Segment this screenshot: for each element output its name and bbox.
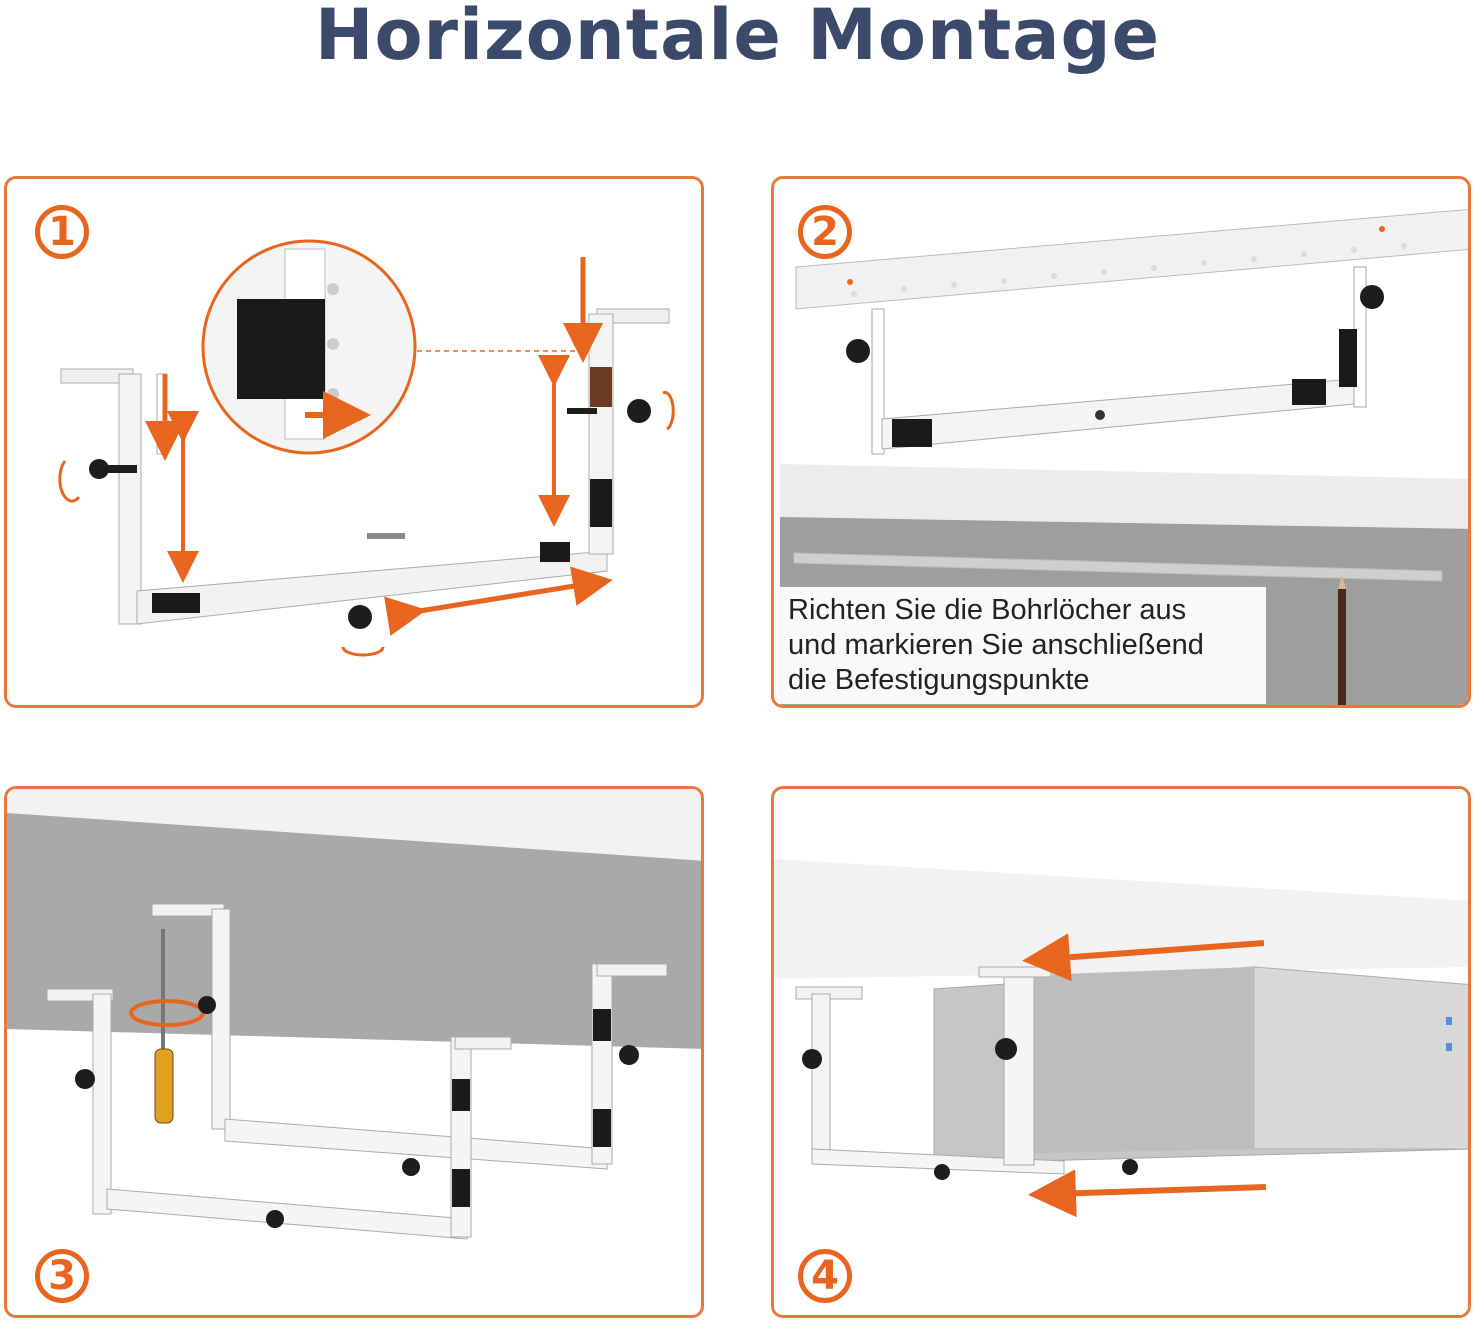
caption-line-2: und markieren Sie anschließend <box>788 629 1204 661</box>
step-1-panel: 1 <box>4 176 704 708</box>
step-3-badge: 3 <box>35 1249 89 1303</box>
step-2-panel: 2 Richten Sie die Bohrlöcher aus und mar… <box>771 176 1471 708</box>
caption-line-3: die Befestigungspunkte <box>788 664 1090 696</box>
step-4-badge: 4 <box>798 1249 852 1303</box>
step-3-panel: 3 <box>4 786 704 1318</box>
step-4-illustration <box>774 859 1468 1315</box>
caption-line-1: Richten Sie die Bohrlöcher aus <box>788 594 1187 626</box>
step-2-caption: Richten Sie die Bohrlöcher aus und marki… <box>780 587 1266 704</box>
step-4-panel: 4 <box>771 786 1471 1318</box>
step-2-badge: 2 <box>798 205 852 259</box>
step-1-illustration <box>58 239 675 657</box>
page-title: Horizontale Montage <box>314 0 1161 76</box>
step-1-badge: 1 <box>35 205 89 259</box>
step-3-illustration <box>7 789 701 1240</box>
